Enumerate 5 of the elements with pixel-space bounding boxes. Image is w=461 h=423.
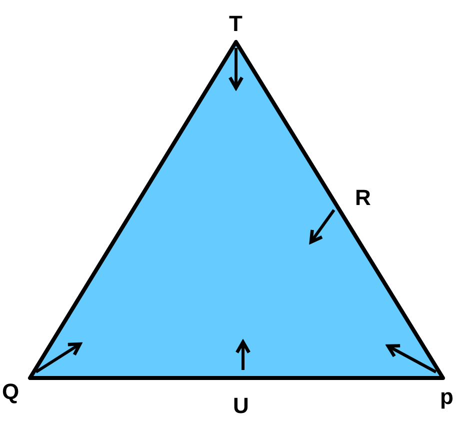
point-label: T — [229, 12, 242, 36]
point-label: R — [355, 186, 371, 210]
point-label: Q — [2, 380, 20, 404]
point-label: U — [233, 394, 249, 418]
point-label: p — [440, 385, 454, 409]
